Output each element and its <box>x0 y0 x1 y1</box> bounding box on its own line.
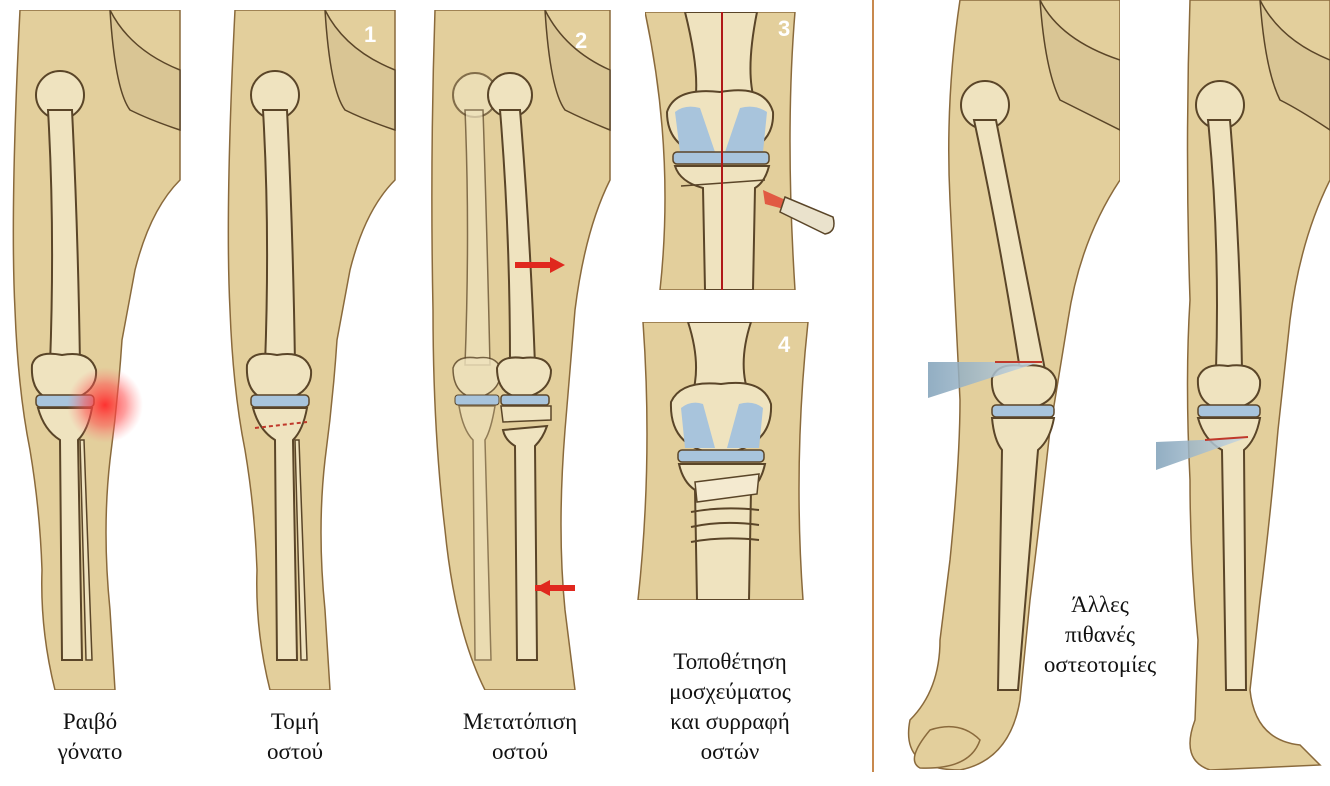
caption-graft-placement: Τοποθέτηση μοσχεύματος και συρραφή οστών <box>640 647 820 767</box>
step-number-3: 3 <box>778 16 790 42</box>
caption-line: και συρραφή <box>640 707 820 737</box>
panel-varus-knee <box>0 10 185 690</box>
leg-illustration <box>0 10 185 690</box>
knee-illustration <box>633 322 818 600</box>
caption-line: πιθανές <box>1020 620 1180 650</box>
caption-bone-displacement: Μετατόπιση οστού <box>430 707 610 767</box>
step-number-4: 4 <box>778 332 790 358</box>
caption-line: μοσχεύματος <box>640 677 820 707</box>
caption-line: οστών <box>640 737 820 767</box>
knee-illustration <box>645 12 841 290</box>
caption-line: γόνατο <box>20 737 160 767</box>
caption-other-osteotomies: Άλλες πιθανές οστεοτομίες <box>1020 590 1180 680</box>
caption-varus-knee: Ραιβό γόνατο <box>20 707 160 767</box>
panel-graft-placement <box>633 322 818 600</box>
caption-line: οστεοτομίες <box>1020 650 1180 680</box>
leg-illustration <box>215 10 400 690</box>
panel-bone-displacement <box>425 10 615 690</box>
step-number-1: 1 <box>364 22 376 48</box>
caption-line: Ραιβό <box>20 707 160 737</box>
leg-illustration <box>425 10 615 690</box>
panel-knee-zoom <box>645 12 841 290</box>
caption-line: Τομή <box>225 707 365 737</box>
caption-line: οστού <box>225 737 365 767</box>
step-number-2: 2 <box>575 28 587 54</box>
caption-line: Άλλες <box>1020 590 1180 620</box>
panel-bone-cut <box>215 10 400 690</box>
caption-bone-cut: Τομή οστού <box>225 707 365 767</box>
caption-line: Μετατόπιση <box>430 707 610 737</box>
caption-line: οστού <box>430 737 610 767</box>
caption-line: Τοποθέτηση <box>640 647 820 677</box>
section-divider <box>872 0 874 772</box>
